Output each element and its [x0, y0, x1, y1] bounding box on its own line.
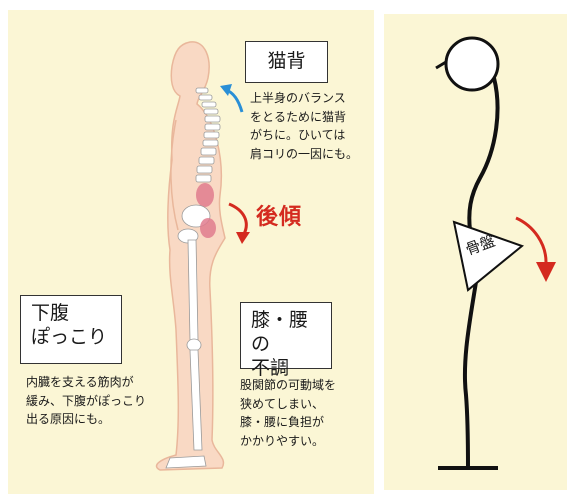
- kafuku-description: 内臓を支える筋肉が 緩み、下腹がぽっこり 出る原因にも。: [26, 375, 147, 427]
- kafuku-label-line1: 下腹: [31, 302, 70, 324]
- arm: [170, 119, 179, 231]
- hizakoshi-label-line2: 不調: [251, 356, 290, 379]
- pelvis-organs: [177, 183, 216, 244]
- pelvis-triangle: [452, 220, 525, 292]
- koukei-label: 後傾: [256, 205, 303, 230]
- stick-figure: [435, 36, 500, 470]
- nekoze-label: 猫背: [245, 41, 328, 83]
- nekoze-description: 上半身のバランス をとるために猫背 がちに。ひいては 肩コリの一因にも。: [250, 91, 359, 161]
- kafuku-label: 下腹 ぽっこり: [20, 295, 122, 364]
- leg-bones: [165, 239, 207, 469]
- red-arrow-left: [228, 202, 250, 244]
- hizakoshi-label-line1: 膝・腰の: [251, 309, 309, 355]
- blue-arrow: [220, 84, 244, 113]
- spine: [195, 87, 221, 183]
- kafuku-label-line2: ぽっこり: [31, 325, 108, 348]
- red-arrow-right: [515, 216, 556, 282]
- hizakoshi-description: 股関節の可動域を 狭めてしまい、 膝・腰に負担が かかりやすい。: [240, 378, 337, 448]
- hizakoshi-label: 膝・腰の 不調: [240, 302, 332, 379]
